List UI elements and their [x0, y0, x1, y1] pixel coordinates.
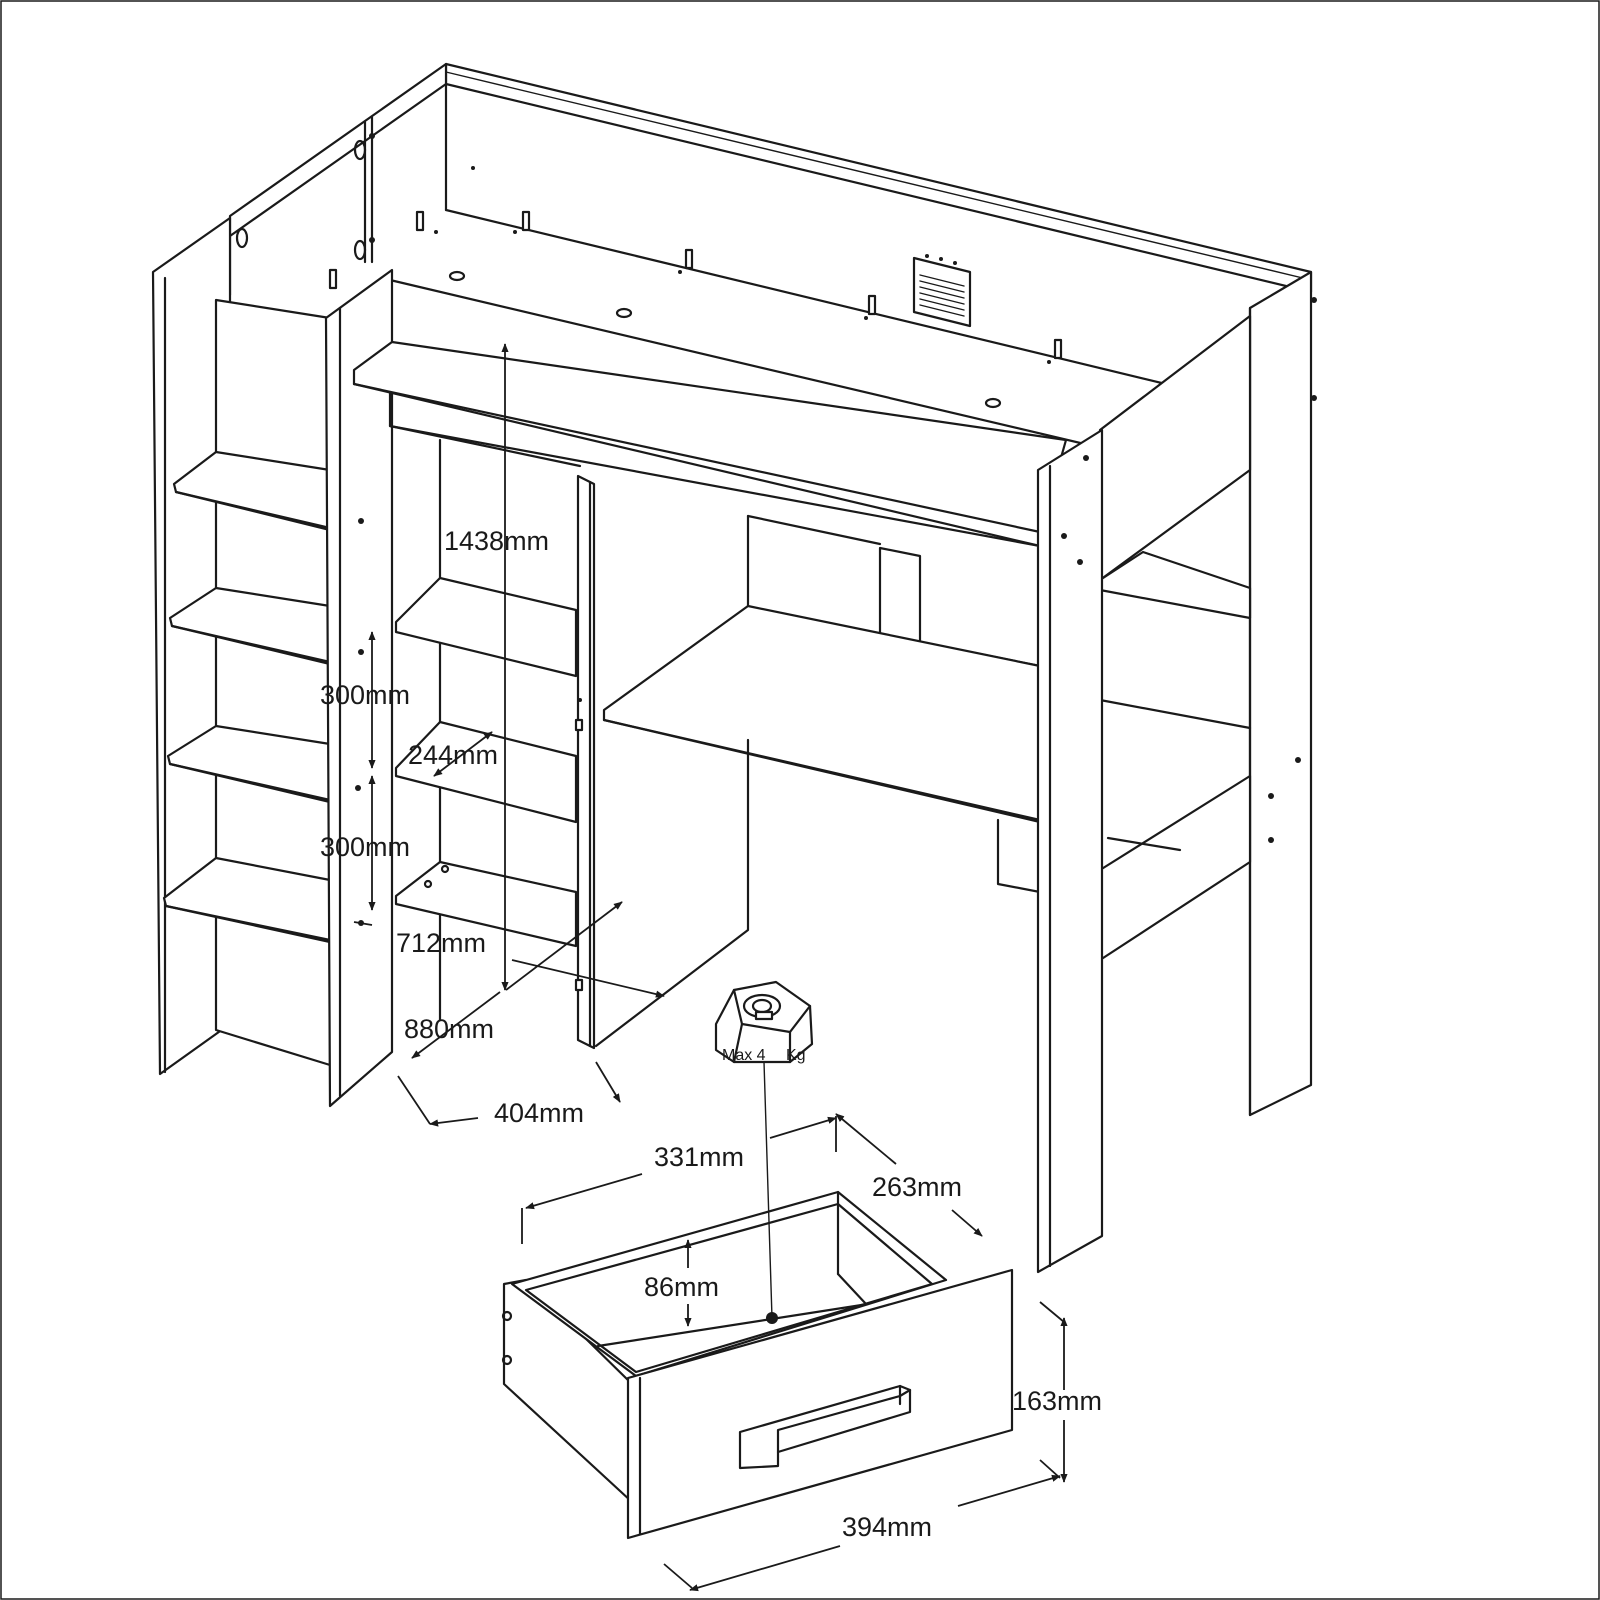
right-lower-rail — [1098, 774, 1252, 962]
weight-tag-text-left: Max 4 — [722, 1047, 766, 1064]
label-plate — [912, 254, 972, 328]
label-height-total: 1438mm — [444, 526, 549, 556]
label-desk-height: 712mm — [396, 928, 486, 958]
weight-tag: Max 4 Kg — [714, 980, 814, 1319]
label-drawer-front-width: 394mm — [842, 1512, 932, 1542]
drawer-dimensions — [521, 1113, 1068, 1592]
desk-unit — [352, 340, 1104, 1274]
label-frame-side-depth: 404mm — [494, 1098, 584, 1128]
left-bookshelf — [151, 216, 394, 1108]
mid-shelf-1 — [394, 576, 578, 678]
frame-dimensions — [353, 343, 665, 1127]
weight-tag-body — [714, 980, 814, 1064]
label-shelf-spacing-lower: 300mm — [320, 832, 410, 862]
label-depth-total: 880mm — [404, 1014, 494, 1044]
label-drawer-inner-width: 331mm — [654, 1142, 744, 1172]
top-shelf — [352, 340, 1068, 534]
drawer — [501, 1190, 1014, 1540]
drawer-handle-icon — [738, 1384, 912, 1470]
middle-divider — [576, 474, 596, 1050]
weight-tag-text-right: Kg — [786, 1047, 806, 1064]
right-rear-post — [1248, 270, 1313, 1117]
label-drawer-inner-depth: 263mm — [872, 1172, 962, 1202]
left-end-panel — [228, 62, 448, 238]
right-end-rail — [1098, 314, 1252, 582]
label-drawer-front-height: 163mm — [1012, 1386, 1102, 1416]
back-panel — [444, 62, 1313, 294]
bed-frame — [225, 62, 1317, 1117]
right-front-post — [1036, 428, 1104, 1274]
label-drawer-inner-height: 86mm — [644, 1272, 719, 1302]
drawer-front — [626, 1268, 1014, 1540]
slat-brackets — [328, 166, 1063, 409]
label-shelf-spacing-upper: 300mm — [320, 680, 410, 710]
mid-shelf-3 — [394, 860, 578, 948]
label-shelf-depth: 244mm — [408, 740, 498, 770]
desk-top — [602, 604, 1042, 822]
dimension-labels: 1438mm 300mm 244mm 300mm 712mm 880mm 404… — [320, 526, 1102, 1542]
